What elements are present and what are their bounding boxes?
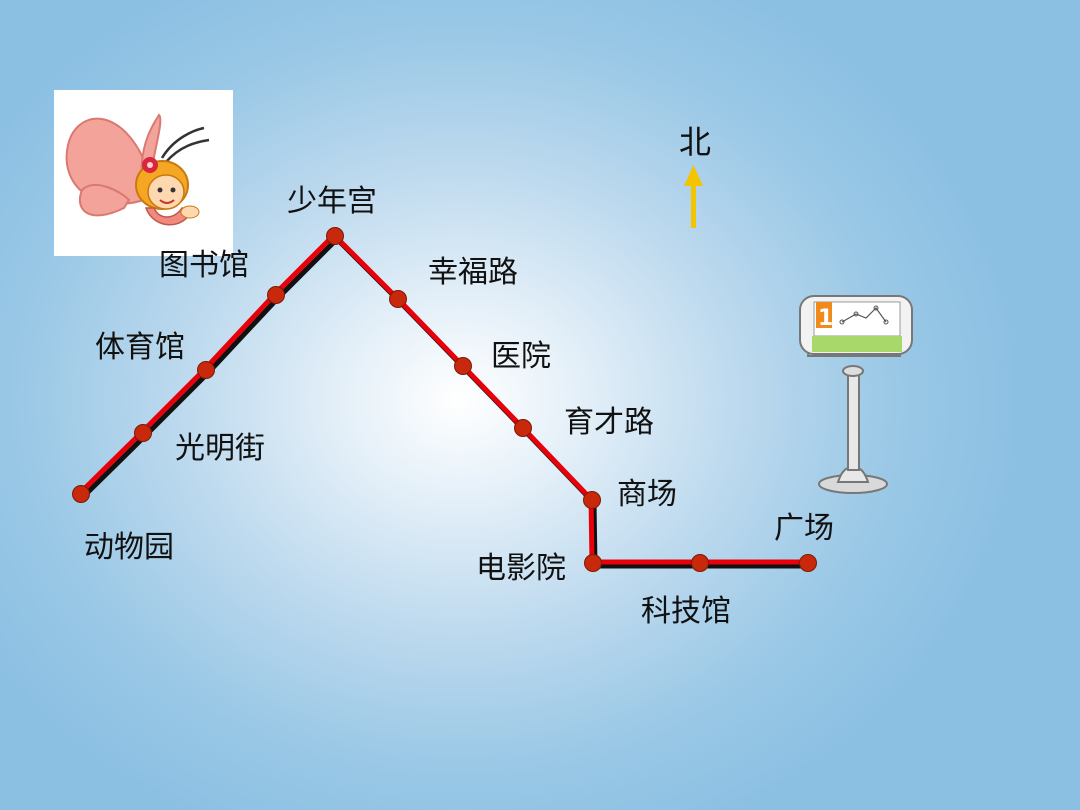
stop-label-xingfulu: 幸福路 [428,255,518,290]
stop-label-yiyuan: 医院 [491,339,551,374]
stop-marker-guangmingjie [134,424,152,442]
north-label: 北 [679,123,712,161]
stop-label-yucailu: 育才路 [564,405,654,440]
stop-label-guangchang: 广场 [774,511,834,546]
route-stops [72,227,817,572]
stop-marker-tushuguan [267,286,285,304]
stop-label-kejiguan: 科技馆 [641,594,731,629]
stop-label-dongwuyuan: 动物园 [84,530,174,565]
stop-marker-dongwuyuan [72,485,90,503]
butterfly-girl-illustration [54,90,233,256]
stop-label-guangmingjie: 光明街 [175,431,265,466]
stop-label-shaoniangong: 少年宫 [287,184,377,219]
stop-label-tushuguan: 图书馆 [159,248,249,283]
stop-marker-dianyingyuan [584,554,602,572]
stop-marker-shaoniangong [326,227,344,245]
route-red-line [78,231,807,565]
stop-label-tiyuguan: 体育馆 [95,330,185,365]
bus-stop-sign-icon: 1 [799,295,913,494]
route-line [78,231,807,565]
stop-marker-yucailu [514,419,532,437]
stop-marker-shangchang [583,491,601,509]
stop-label-shangchang: 商场 [617,477,677,512]
stop-marker-yiyuan [454,357,472,375]
stop-marker-kejiguan [691,554,709,572]
stop-label-dianyingyuan: 电影院 [476,551,566,586]
stop-marker-xingfulu [389,290,407,308]
stop-marker-tiyuguan [197,361,215,379]
stop-marker-guangchang [799,554,817,572]
sign-number: 1 [818,306,833,331]
north-arrow-icon [684,165,703,228]
